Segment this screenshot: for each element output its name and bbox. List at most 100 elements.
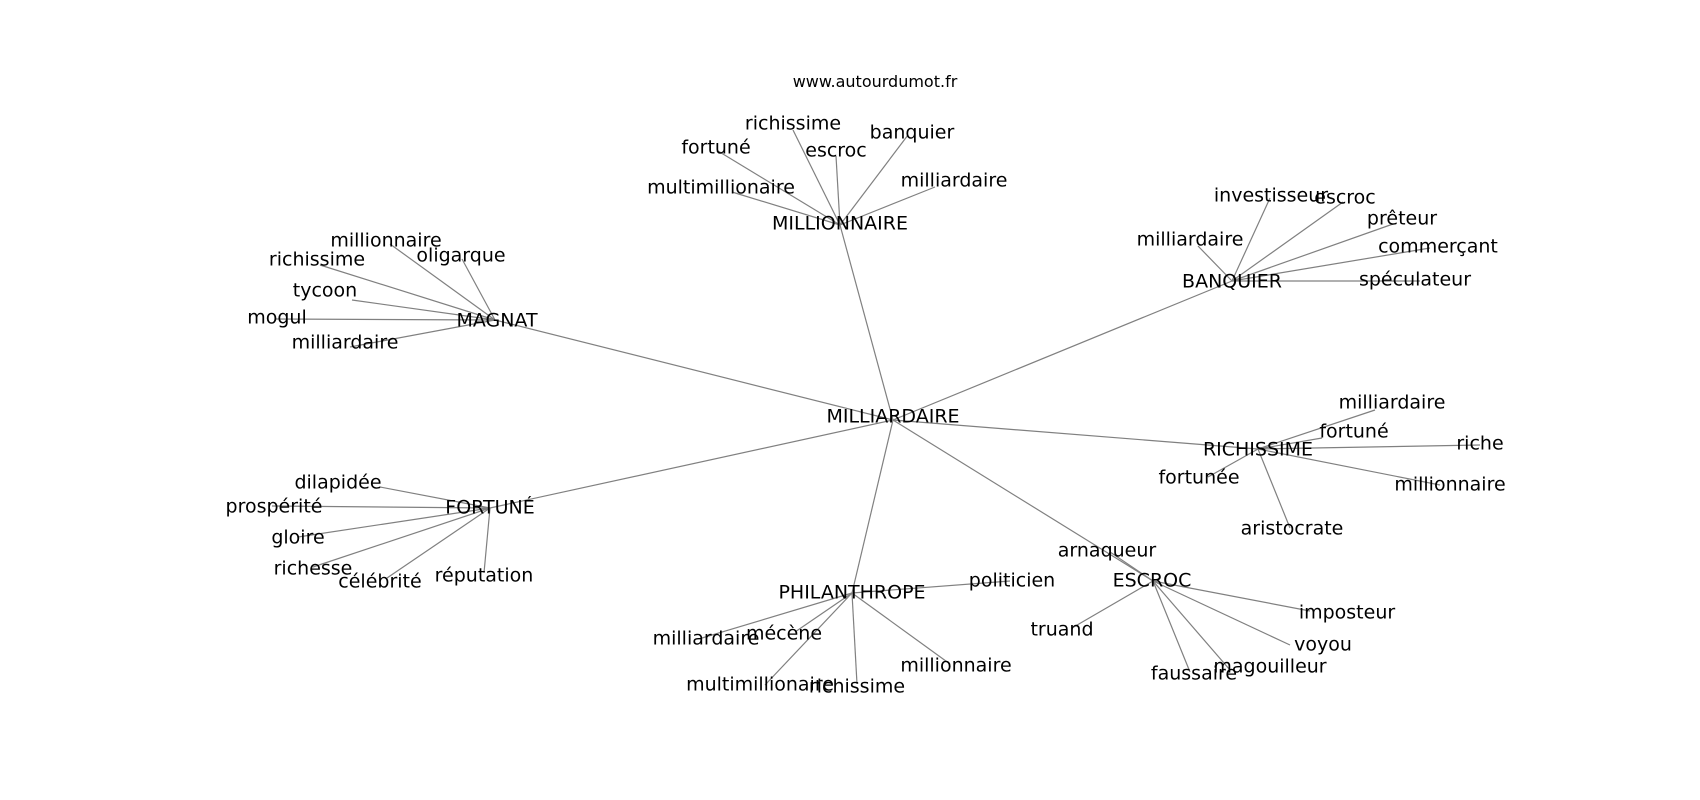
word-node-label: prospérité — [226, 496, 323, 518]
edge-hub-to-word — [1152, 580, 1231, 671]
edge-hub-to-word — [1197, 245, 1233, 282]
edge-hub-to-word — [1231, 197, 1271, 282]
word-node-label: riche — [1456, 433, 1503, 455]
hub-node-label: ESCROC — [1113, 570, 1192, 592]
edge-center-to-hub — [892, 419, 1154, 582]
word-node-label: richesse — [274, 558, 353, 580]
edge-hub-to-word — [794, 592, 853, 633]
edge-hub-to-word — [764, 592, 853, 686]
edge-hub-to-word — [312, 507, 491, 568]
word-node-label: gloire — [271, 527, 324, 549]
edge-center-to-hub — [494, 319, 894, 421]
edge-hub-to-word — [1257, 409, 1376, 450]
edge-center-to-hub — [489, 419, 894, 509]
word-node-label: aristocrate — [1241, 518, 1344, 540]
word-node-label: escroc — [805, 140, 867, 162]
edge-hub-to-word — [1152, 580, 1311, 612]
edge-hub-to-word — [351, 299, 496, 321]
edge-hub-to-word — [1231, 201, 1344, 282]
word-node-label: imposteur — [1299, 602, 1396, 624]
word-node-label: fortunée — [1158, 467, 1239, 489]
word-node-label: truand — [1030, 619, 1093, 641]
edge-hub-to-word — [1071, 580, 1154, 629]
edge-hub-to-word — [839, 134, 909, 226]
word-node-label: mogul — [247, 307, 307, 329]
edge-hub-to-word — [386, 507, 491, 579]
hub-node-label: MILLIONNAIRE — [772, 213, 908, 235]
word-node-label: voyou — [1294, 634, 1352, 656]
word-node-label: spéculateur — [1359, 269, 1471, 291]
edge-hub-to-word — [851, 592, 951, 665]
edge-hub-to-word — [1257, 444, 1481, 450]
word-node-label: fortuné — [1319, 421, 1388, 443]
word-node-label: milliardaire — [901, 170, 1008, 192]
edge-center-to-hub — [892, 280, 1233, 421]
hub-node-label: RICHISSIME — [1203, 439, 1313, 461]
edge-hub-to-word — [701, 592, 853, 639]
source-url: www.autourdumot.fr — [792, 72, 958, 91]
edge-hub-to-word — [1152, 580, 1291, 646]
word-node-label: banquier — [870, 122, 955, 144]
edge-hub-to-word — [1257, 448, 1291, 529]
edge-center-to-hub — [839, 224, 894, 421]
word-node-label: réputation — [435, 565, 534, 587]
edge-hub-to-word — [1152, 580, 1191, 673]
word-node-label: milliardaire — [653, 628, 760, 650]
edge-hub-to-word — [349, 319, 496, 348]
hub-node-label: BANQUIER — [1182, 271, 1282, 293]
edge-center-to-hub — [892, 419, 1259, 450]
word-node-label: escroc — [1314, 187, 1376, 209]
word-node-label: arnaqueur — [1058, 540, 1157, 562]
edge-hub-to-word — [839, 186, 936, 226]
word-node-label: oligarque — [416, 245, 505, 267]
word-node-label: politicien — [969, 570, 1055, 592]
edge-hub-to-word — [731, 191, 841, 226]
word-node-label: millionnaire — [900, 655, 1011, 677]
word-node-label: multimillionaire — [647, 177, 795, 199]
word-node-label: prêteur — [1367, 208, 1437, 230]
edge-hub-to-word — [792, 129, 841, 226]
word-node-label: tycoon — [293, 280, 357, 302]
word-node-label: millionnaire — [330, 230, 441, 252]
edge-hub-to-word — [1231, 223, 1394, 282]
word-node-label: milliardaire — [1339, 392, 1446, 414]
edge-hub-to-word — [274, 318, 496, 321]
center-node-label: MILLIARDAIRE — [826, 406, 959, 428]
word-node-label: investisseur — [1214, 185, 1328, 207]
word-node-label: millionnaire — [1394, 474, 1505, 496]
edge-hub-to-word — [379, 486, 491, 509]
word-node-label: mécène — [746, 623, 822, 645]
hub-node-label: PHILANTHROPE — [778, 582, 925, 604]
edge-hub-to-word — [1207, 448, 1259, 478]
hub-node-label: FORTUNÉ — [445, 496, 534, 519]
edge-center-to-hub — [851, 419, 894, 594]
word-node-label: fortuné — [681, 137, 750, 159]
edge-hub-to-word — [297, 507, 491, 538]
hub-node-label: MAGNAT — [456, 310, 538, 332]
word-node-label: richissime — [269, 249, 365, 271]
word-node-label: milliardaire — [292, 332, 399, 354]
word-node-label: richissime — [809, 676, 905, 698]
edge-hub-to-word — [1231, 247, 1431, 282]
edge-hub-to-word — [1257, 448, 1441, 486]
edge-hub-to-word — [461, 258, 496, 321]
edge-hub-to-word — [1109, 551, 1154, 582]
word-node-label: multimillionaire — [686, 674, 834, 696]
word-node-label: célébrité — [338, 571, 421, 593]
word-node-label: milliardaire — [1137, 229, 1244, 251]
edge-hub-to-word — [835, 155, 841, 226]
word-node-label: faussaire — [1151, 663, 1237, 685]
edge-hub-to-word — [483, 507, 491, 574]
word-node-label: dilapidée — [294, 472, 381, 494]
edge-hub-to-word — [1257, 437, 1323, 450]
edge-hub-to-word — [271, 505, 491, 509]
edge-hub-to-word — [851, 592, 858, 685]
graph-edges — [271, 129, 1481, 686]
word-node-label: richissime — [745, 113, 841, 135]
edge-hub-to-word — [389, 243, 496, 321]
graph-labels: MILLIARDAIREMILLIONNAIRErichissimefortun… — [226, 113, 1506, 698]
edge-hub-to-word — [851, 580, 1011, 594]
edge-hub-to-word — [319, 264, 496, 321]
word-node-label: magouilleur — [1213, 656, 1326, 678]
